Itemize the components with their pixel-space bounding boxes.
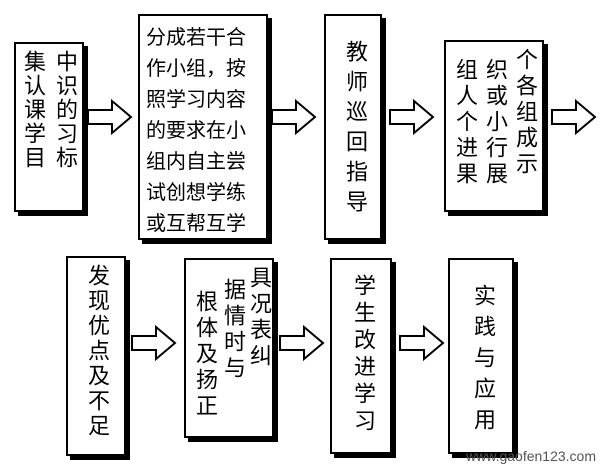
timely-feedback-col1: 根体及扬正	[192, 290, 217, 420]
arrow-right-3	[389, 98, 435, 136]
box-teacher-guidance: 教师巡回指导	[324, 14, 382, 240]
arrow-right-5	[131, 324, 177, 362]
group-cooperation-line-4: 的要求在小	[146, 118, 246, 142]
strengths-weaknesses-text: 发现优点及不足	[84, 264, 109, 439]
watermark-url: www.gaofen123.com	[466, 448, 596, 464]
group-cooperation-line-1: 分成若干合	[146, 25, 246, 49]
group-cooperation-line-5: 组内自主尝	[146, 149, 246, 173]
box-group-cooperation: 分成若干合 作小组，按 照学习内容 的要求在小 组内自主尝 试创想学练 或互帮互…	[138, 14, 268, 240]
box-student-improvement: 学生改进学习	[330, 258, 392, 454]
arrow-right-2	[271, 98, 317, 136]
timely-feedback-col2: 据情时与	[220, 278, 245, 382]
arrow-right-1	[87, 98, 133, 136]
arrow-right-4	[551, 98, 597, 136]
box-practice-application: 实践与应用	[448, 258, 514, 454]
box-strengths-weaknesses: 发现优点及不足	[66, 256, 126, 456]
box-group-showcase: 组人个进果 织或小行展 个各组成示	[444, 40, 544, 212]
group-cooperation-line-7: 或互帮互学	[146, 211, 246, 235]
box-learning-goals-col1: 集认课学目	[20, 50, 45, 170]
group-cooperation-line-2: 作小组，按	[146, 56, 246, 80]
group-showcase-col1: 组人个进果	[452, 58, 477, 188]
group-showcase-col3: 个各组成示	[512, 48, 537, 178]
box-timely-feedback: 根体及扬正 据情时与 具况表纠	[184, 258, 274, 438]
student-improvement-text: 学生改进学习	[350, 274, 375, 436]
box-learning-goals: 集认课学目 中识的习标	[14, 42, 84, 212]
group-showcase-col2: 织或小行展	[482, 58, 507, 188]
teacher-guidance-text: 教师巡回指导	[342, 40, 367, 220]
practice-application-text: 实践与应用	[470, 284, 495, 439]
arrow-right-7	[399, 324, 445, 362]
group-cooperation-line-3: 照学习内容	[146, 87, 246, 111]
arrow-right-6	[279, 324, 325, 362]
box-learning-goals-col2: 中识的习标	[52, 50, 77, 170]
group-cooperation-line-6: 试创想学练	[146, 180, 246, 204]
timely-feedback-col3: 具况表纠	[246, 266, 271, 370]
